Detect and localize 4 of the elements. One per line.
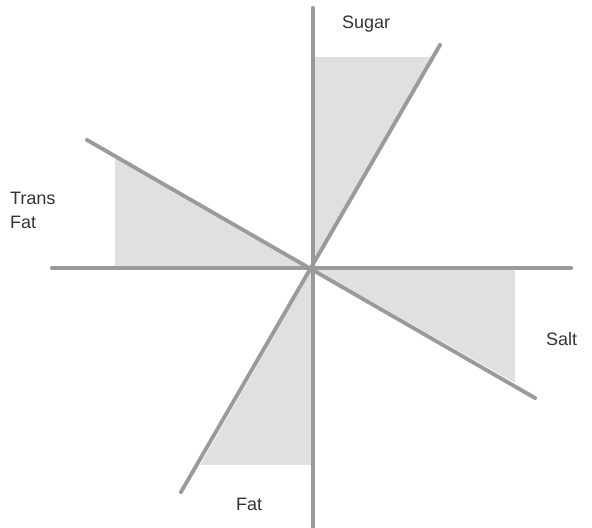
axis-label: Trans Fat [10,188,56,232]
axis-label: Fat [236,494,262,514]
axis-label: Sugar [342,12,390,32]
axis-label: Salt [546,329,578,349]
